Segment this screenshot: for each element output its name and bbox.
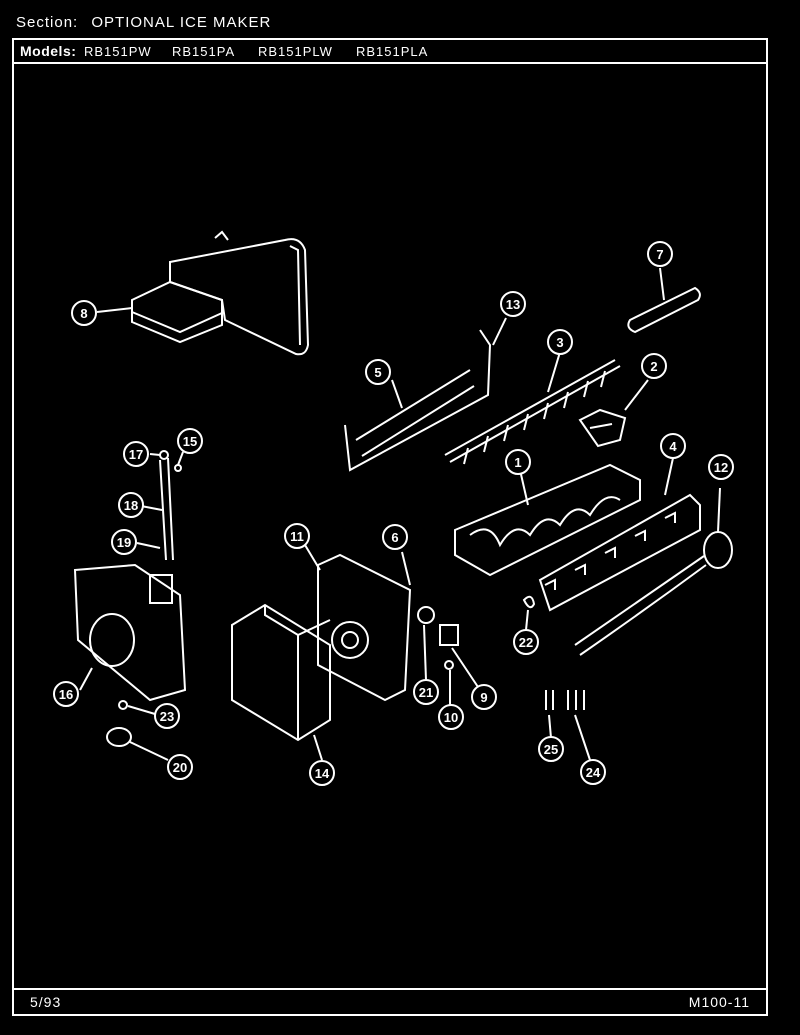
fill-tube: [627, 267, 701, 334]
svg-text:13: 13: [506, 297, 520, 312]
callout-19: 19: [111, 529, 137, 555]
water-valve: [73, 450, 187, 761]
callout-18: 18: [118, 492, 144, 518]
callout-15: 15: [177, 428, 203, 454]
svg-text:21: 21: [419, 685, 433, 700]
svg-text:14: 14: [315, 766, 330, 781]
svg-text:3: 3: [556, 335, 563, 350]
section-label: Section:: [16, 14, 79, 31]
svg-text:1: 1: [514, 455, 521, 470]
revision-date: 5/93: [30, 994, 62, 1010]
svg-text:11: 11: [290, 529, 304, 544]
ice-mold: [454, 457, 701, 612]
callout-1: 1: [505, 449, 531, 475]
callout-13: 13: [500, 291, 526, 317]
callout-8: 8: [71, 300, 97, 326]
svg-text:6: 6: [391, 530, 398, 545]
svg-text:4: 4: [669, 439, 677, 454]
svg-text:2: 2: [650, 359, 657, 374]
callout-23: 23: [154, 703, 180, 729]
svg-text:24: 24: [586, 765, 601, 780]
section-heading: Section: OPTIONAL ICE MAKER: [16, 14, 271, 31]
svg-text:9: 9: [480, 690, 487, 705]
page-code: M100-11: [688, 994, 750, 1010]
callout-7: 7: [647, 241, 673, 267]
callout-2: 2: [641, 353, 667, 379]
footer-row: 5/93 M100-11: [14, 988, 766, 1014]
callout-14: 14: [309, 760, 335, 786]
svg-text:23: 23: [160, 709, 174, 724]
callout-17: 17: [123, 441, 149, 467]
callout-24: 24: [580, 759, 606, 785]
svg-text:12: 12: [714, 460, 728, 475]
svg-text:16: 16: [59, 687, 73, 702]
heater-harness: [574, 487, 733, 656]
shut-off-arm: [578, 379, 649, 448]
control-housing: [304, 544, 412, 702]
fill-trough: [344, 317, 507, 472]
svg-text:18: 18: [124, 498, 138, 513]
svg-text:8: 8: [80, 306, 87, 321]
callout-12: 12: [708, 454, 734, 480]
callout-10: 10: [438, 704, 464, 730]
small-components: [401, 551, 536, 705]
mounting-screws: [545, 690, 591, 761]
callouts: 8 7 13 3 2 5 17 15 1 4 12 18 11 6 19 22 …: [53, 241, 734, 786]
callout-6: 6: [382, 524, 408, 550]
callout-4: 4: [660, 433, 686, 459]
diagram-frame: Models: RB151PW RB151PA RB151PLW RB151PL…: [12, 38, 768, 1016]
svg-text:15: 15: [183, 434, 197, 449]
svg-text:7: 7: [656, 247, 663, 262]
section-title: OPTIONAL ICE MAKER: [91, 14, 272, 31]
svg-text:10: 10: [444, 710, 458, 725]
callout-21: 21: [413, 679, 439, 705]
models-row: Models: RB151PW RB151PA RB151PLW RB151PL…: [14, 40, 766, 64]
module-cover: [231, 603, 331, 761]
callout-25: 25: [538, 736, 564, 762]
model-number: RB151PW: [84, 44, 152, 59]
callout-5: 5: [365, 359, 391, 385]
svg-text:25: 25: [544, 742, 558, 757]
ice-bin-cover: [131, 230, 310, 356]
callout-22: 22: [513, 629, 539, 655]
svg-text:19: 19: [117, 535, 131, 550]
svg-text:17: 17: [129, 447, 143, 462]
model-number: RB151PLA: [356, 44, 429, 59]
callout-16: 16: [53, 681, 79, 707]
callout-9: 9: [471, 684, 497, 710]
callout-11: 11: [284, 523, 310, 549]
models-label: Models:: [20, 43, 77, 59]
svg-text:22: 22: [519, 635, 533, 650]
callout-20: 20: [167, 754, 193, 780]
svg-text:5: 5: [374, 365, 381, 380]
model-number: RB151PA: [172, 44, 236, 59]
ejector-blades: [444, 351, 621, 465]
callout-3: 3: [547, 329, 573, 355]
svg-text:20: 20: [173, 760, 187, 775]
model-number: RB151PLW: [258, 44, 333, 59]
